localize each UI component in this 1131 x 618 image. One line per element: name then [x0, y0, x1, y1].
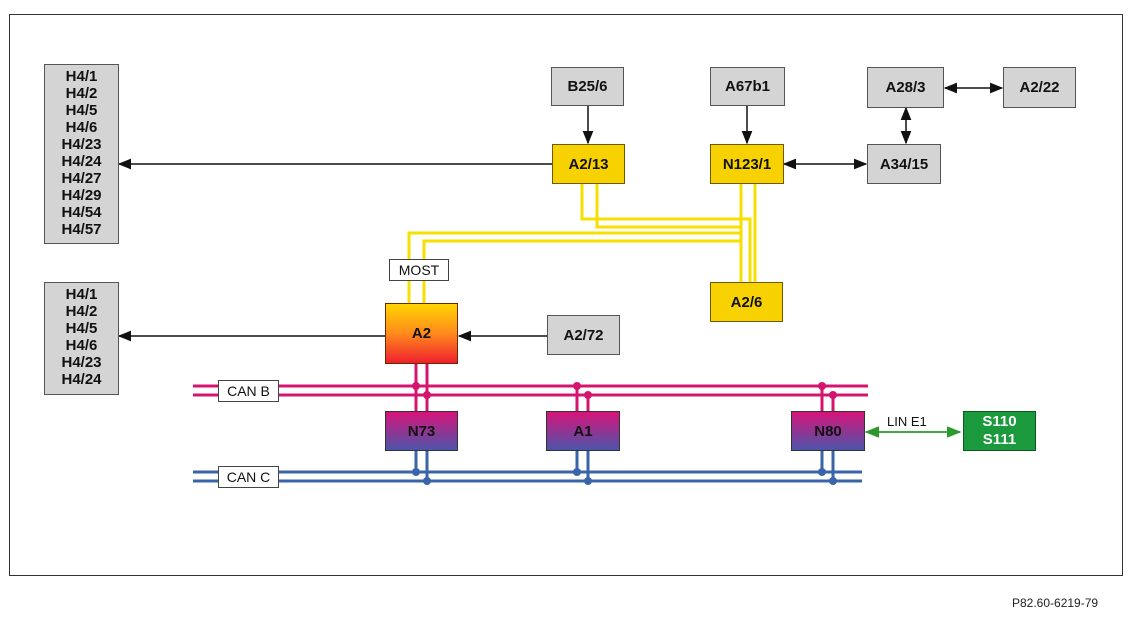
can-c-label: CAN C: [218, 466, 279, 488]
h4-group-top: H4/1 H4/2 H4/5 H4/6 H4/23 H4/24 H4/27 H4…: [44, 64, 119, 244]
h4-item: H4/24: [61, 371, 102, 388]
component-a67b1[interactable]: A67b1: [710, 67, 785, 106]
can-c-bus: [193, 451, 862, 483]
component-n73[interactable]: N73: [385, 411, 458, 451]
h4-item: H4/2: [65, 303, 98, 320]
h4-item: H4/6: [65, 337, 98, 354]
h4-item: H4/5: [65, 320, 98, 337]
h4-item: H4/1: [65, 68, 98, 85]
s110-label: S110: [982, 413, 1017, 430]
can-c-junctions: [412, 468, 837, 485]
component-a2-72[interactable]: A2/72: [547, 315, 620, 355]
component-s110-s111[interactable]: S110 S111: [963, 411, 1036, 451]
component-b25-6[interactable]: B25/6: [551, 67, 624, 106]
h4-item: H4/23: [61, 136, 102, 153]
component-a2[interactable]: A2: [385, 303, 458, 364]
h4-item: H4/24: [61, 153, 102, 170]
h4-item: H4/1: [65, 286, 98, 303]
s111-label: S111: [982, 431, 1017, 448]
component-n123-1[interactable]: N123/1: [710, 144, 784, 184]
component-a1[interactable]: A1: [546, 411, 620, 451]
h4-item: H4/23: [61, 354, 102, 371]
can-b-bus: [193, 364, 868, 411]
h4-item: H4/27: [61, 170, 102, 187]
can-b-junctions: [412, 382, 837, 399]
component-a2-13[interactable]: A2/13: [552, 144, 625, 184]
h4-item: H4/2: [65, 85, 98, 102]
h4-item: H4/54: [61, 204, 102, 221]
diagram-frame: [9, 14, 1123, 576]
component-a2-22[interactable]: A2/22: [1003, 67, 1076, 108]
signal-arrows: [117, 82, 1004, 342]
component-a28-3[interactable]: A28/3: [867, 67, 944, 108]
h4-item: H4/57: [61, 221, 102, 238]
component-n80[interactable]: N80: [791, 411, 865, 451]
h4-item: H4/29: [61, 187, 102, 204]
can-b-label: CAN B: [218, 380, 279, 402]
reference-number: P82.60-6219-79: [1012, 596, 1099, 610]
lin-e1-label: LIN E1: [887, 414, 927, 429]
component-a2-6[interactable]: A2/6: [710, 282, 783, 322]
most-label: MOST: [389, 259, 449, 281]
h4-item: H4/5: [65, 102, 98, 119]
most-bus: [407, 184, 757, 303]
h4-item: H4/6: [65, 119, 98, 136]
component-a34-15[interactable]: A34/15: [867, 144, 941, 184]
h4-group-bottom: H4/1 H4/2 H4/5 H4/6 H4/23 H4/24: [44, 282, 119, 395]
